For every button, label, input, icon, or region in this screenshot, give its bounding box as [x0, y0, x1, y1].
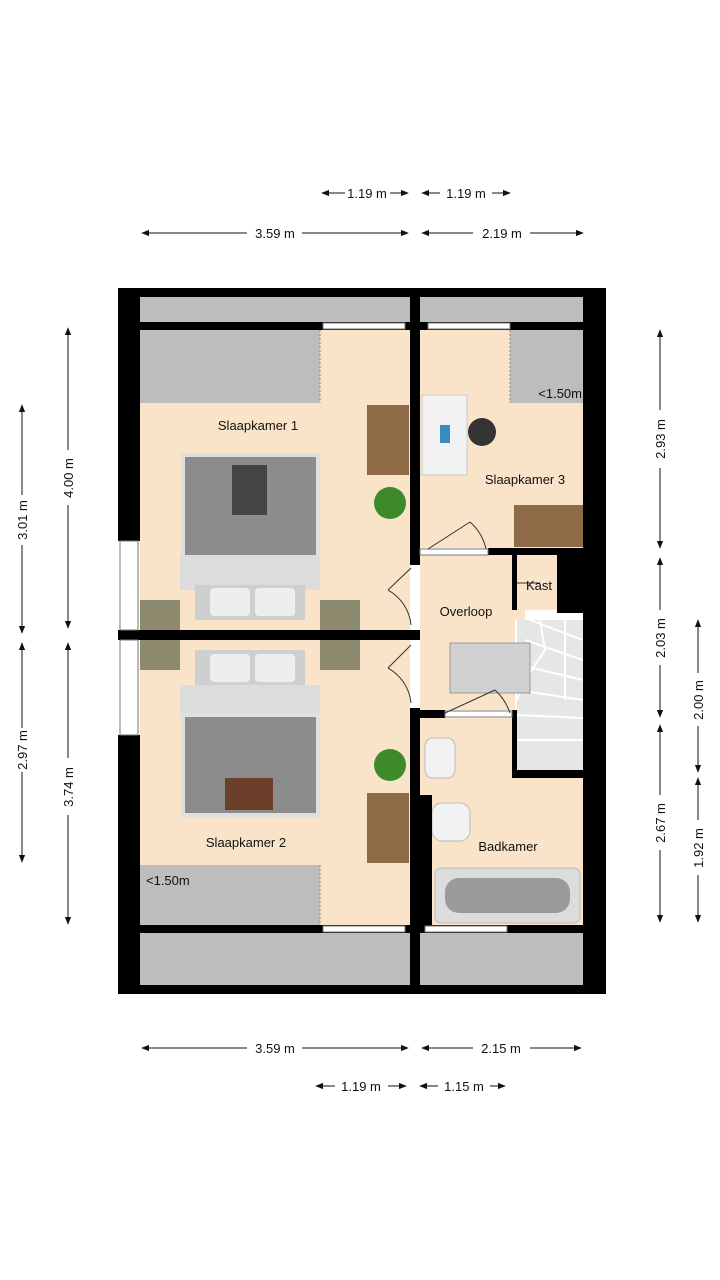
- dimension-lines: [18, 189, 702, 1090]
- height-note-bedroom2: <1.50m: [146, 873, 190, 888]
- label-bedroom2: Slaapkamer 2: [206, 835, 286, 850]
- eave-top-left: [140, 297, 410, 322]
- room-labels: Slaapkamer 1 Slaapkamer 3 Overloop Kast …: [146, 386, 582, 888]
- dim-top-inner-left: 1.19 m: [347, 186, 387, 201]
- outer-wall-left-top: [118, 288, 140, 541]
- dim-left-inner-bottom: 3.74 m: [61, 767, 76, 807]
- plant-bedroom2: [374, 749, 406, 781]
- desk-bedroom2: [367, 793, 409, 863]
- wall-between-bedrooms: [118, 630, 420, 640]
- dimension-labels: 1.19 m 1.19 m 3.59 m 2.19 m 3.59 m 2.15 …: [15, 186, 706, 1094]
- dim-right-outer-top: 2.00 m: [691, 680, 706, 720]
- window-bedroom2-bottom: [322, 925, 406, 933]
- window-bath-bottom: [424, 925, 508, 933]
- dim-left-outer-bottom: 2.97 m: [15, 730, 30, 770]
- outer-wall-left-bottom: [118, 735, 140, 994]
- wall-stair-left: [512, 710, 517, 778]
- label-bedroom1: Slaapkamer 1: [218, 418, 298, 433]
- windows: [119, 322, 513, 933]
- window-bedroom3-top: [427, 322, 511, 330]
- window-left-1: [119, 540, 139, 631]
- label-bathroom: Badkamer: [478, 839, 538, 854]
- label-bedroom3: Slaapkamer 3: [485, 472, 565, 487]
- dim-right-middle: 2.03 m: [653, 618, 668, 658]
- dim-top-left: 3.59 m: [255, 226, 295, 241]
- low-ceiling-zones: [140, 297, 583, 985]
- doors: [387, 521, 540, 714]
- outer-wall-bottom: [118, 985, 606, 994]
- eave-top-right: [420, 297, 583, 322]
- plant-bedroom1: [374, 487, 406, 519]
- wall-closet-left: [512, 555, 517, 610]
- window-bedroom1-top: [322, 322, 406, 330]
- knee-wall-top-left: [140, 322, 410, 330]
- wall-landing-bath: [420, 710, 445, 718]
- dim-right-top: 2.93 m: [653, 419, 668, 459]
- label-landing: Overloop: [440, 604, 493, 619]
- wall-stair-bottom: [512, 770, 583, 778]
- dim-bottom-right: 2.15 m: [481, 1041, 521, 1056]
- low-ceiling-bedroom1: [140, 330, 320, 403]
- wall-bedroom3-landing: [488, 548, 583, 555]
- low-ceiling-bedroom2: [140, 865, 320, 925]
- wall-center-vertical-2: [410, 708, 420, 994]
- toilet-bathroom: [424, 737, 456, 779]
- height-note-bedroom3: <1.50m: [538, 386, 582, 401]
- dim-bottom-left: 3.59 m: [255, 1041, 295, 1056]
- wall-bath-side: [420, 795, 432, 925]
- window-left-2: [119, 639, 139, 736]
- wall-closet-right: [557, 555, 583, 613]
- landing-furniture: [449, 642, 531, 694]
- window-landing: [444, 710, 513, 718]
- wardrobe-bedroom3: [514, 505, 583, 547]
- dim-top-inner-right: 1.19 m: [446, 186, 486, 201]
- eave-bottom-right: [420, 933, 583, 985]
- dim-bottom-inner-right: 1.15 m: [444, 1079, 484, 1094]
- outer-wall-top: [118, 288, 606, 297]
- knee-wall-bottom-left: [140, 925, 410, 933]
- eave-bottom-left: [140, 933, 410, 985]
- dim-top-right: 2.19 m: [482, 226, 522, 241]
- low-ceiling-bedroom3: [510, 330, 583, 403]
- dim-bottom-inner-left: 1.19 m: [341, 1079, 381, 1094]
- dim-left-inner-top: 4.00 m: [61, 458, 76, 498]
- furniture: [140, 394, 583, 924]
- dim-right-outer-bottom: 1.92 m: [691, 828, 706, 868]
- staircase: [516, 619, 584, 770]
- dim-left-outer-top: 3.01 m: [15, 500, 30, 540]
- outer-wall-right: [583, 288, 606, 994]
- wall-center-vertical: [410, 288, 420, 565]
- label-closet: Kast: [526, 578, 552, 593]
- window-bedroom3-door: [419, 548, 489, 556]
- desk-bedroom1: [367, 405, 409, 475]
- dim-right-bottom: 2.67 m: [653, 803, 668, 843]
- sink-bathroom: [431, 802, 471, 842]
- chair-bedroom3: [468, 418, 496, 446]
